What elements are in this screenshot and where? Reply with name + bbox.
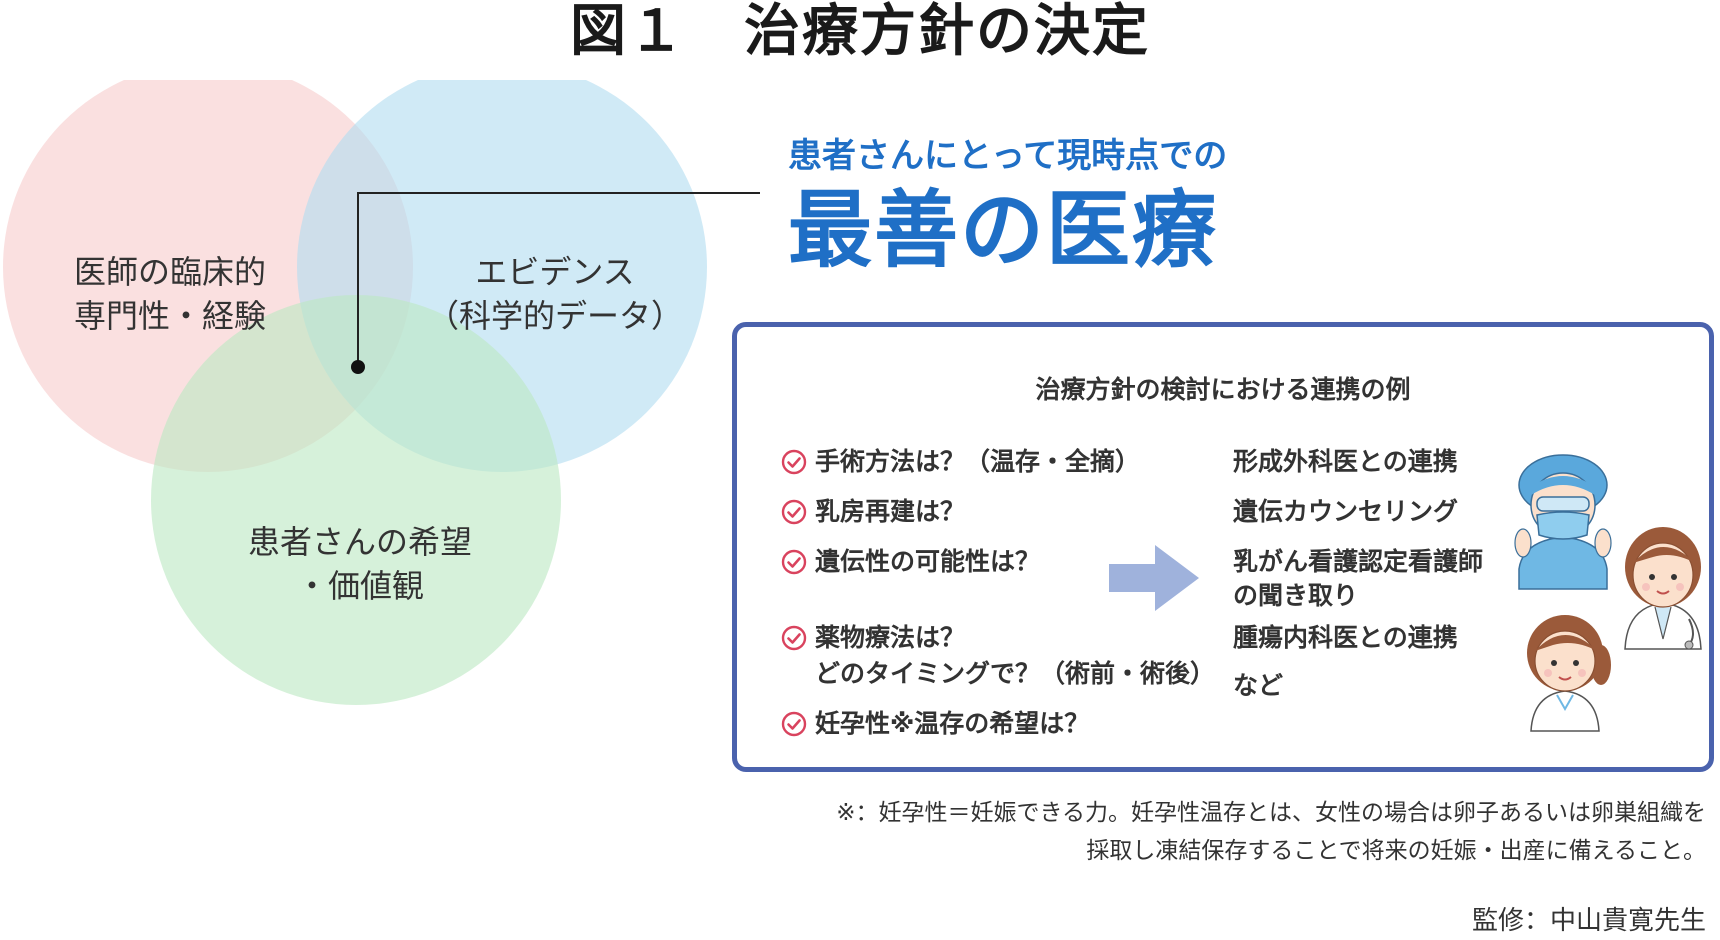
venn-label-clinical-line1: 医師の臨床的 xyxy=(73,253,266,291)
collaboration-item-line2: の聞き取り xyxy=(1233,581,1359,610)
panel-title: 治療方針の検討における連携の例 xyxy=(1035,375,1411,404)
figure-title: 図１ 治療方針の決定 xyxy=(570,0,1150,64)
collaboration-item: など xyxy=(1233,671,1284,700)
venn-label-patient-line2: ・価値観 xyxy=(295,567,424,605)
nurse-icon xyxy=(1527,615,1611,732)
check-circle-icon xyxy=(781,449,807,475)
question-text: 乳房再建は？ xyxy=(815,497,966,526)
question-text-line2: どのタイミングで？（術前・術後） xyxy=(815,659,1216,688)
check-circle-icon xyxy=(781,499,807,525)
headline-main: 最善の医療 xyxy=(788,181,1219,279)
surgeon-icon xyxy=(1514,454,1612,590)
collaboration-item: 腫瘍内科医との連携 xyxy=(1233,623,1458,652)
collaboration-item: 形成外科医との連携 xyxy=(1233,447,1458,476)
venn-diagram: 医師の臨床的 専門性・経験 エビデンス （科学的データ） 患者さんの希望 ・価値… xyxy=(0,62,720,760)
intersection-dot xyxy=(351,360,365,374)
venn-label-patient-line1: 患者さんの希望 xyxy=(247,523,472,561)
check-circle-icon xyxy=(781,549,807,575)
right-arrow-icon xyxy=(1109,545,1199,611)
connector-path xyxy=(357,192,760,367)
collaboration-item: 乳がん看護認定看護師 の聞き取り xyxy=(1233,545,1483,613)
doctor-icon xyxy=(1624,527,1702,650)
question-text: 遺伝性の可能性は？ xyxy=(815,547,1041,576)
venn-label-patient: 患者さんの希望 ・価値観 xyxy=(210,520,510,608)
collaboration-item-line1: 乳がん看護認定看護師 xyxy=(1233,547,1484,576)
collaboration-item: 遺伝カウンセリング xyxy=(1233,497,1459,526)
supervisor-credit: 監修：中山貴寛先生 xyxy=(1471,906,1706,936)
venn-label-evidence: エビデンス （科学的データ） xyxy=(410,250,700,338)
question-text: 薬物療法は？ xyxy=(815,623,966,652)
connector-line xyxy=(351,192,760,374)
venn-svg xyxy=(3,62,707,705)
question-text: 妊孕性※温存の希望は？ xyxy=(815,709,1090,738)
footnote-line2: 採取し凍結保存することで将来の妊娠・出産に備えること。 xyxy=(1086,838,1706,864)
venn-label-evidence-line2: （科学的データ） xyxy=(426,297,683,335)
check-circle-icon xyxy=(781,625,807,651)
medical-staff-illustration xyxy=(1514,454,1702,732)
venn-label-evidence-line1: エビデンス xyxy=(475,253,635,291)
headline-subtitle: 患者さんにとって現時点での xyxy=(788,136,1228,176)
venn-label-clinical: 医師の臨床的 専門性・経験 xyxy=(30,250,310,338)
collaboration-panel: 治療方針の検討における連携の例 手術方法は？（温存・全摘） 乳房再建は？ 遺伝性… xyxy=(732,322,1714,772)
check-circle-icon xyxy=(781,711,807,737)
venn-label-clinical-line2: 専門性・経験 xyxy=(73,297,266,335)
question-text: 手術方法は？（温存・全摘） xyxy=(815,447,1141,476)
footnote-line1: ※：妊孕性＝妊娠できる力。妊孕性温存とは、女性の場合は卵子あるいは卵巣組織を xyxy=(836,800,1706,826)
venn-circle-patient xyxy=(151,295,561,705)
